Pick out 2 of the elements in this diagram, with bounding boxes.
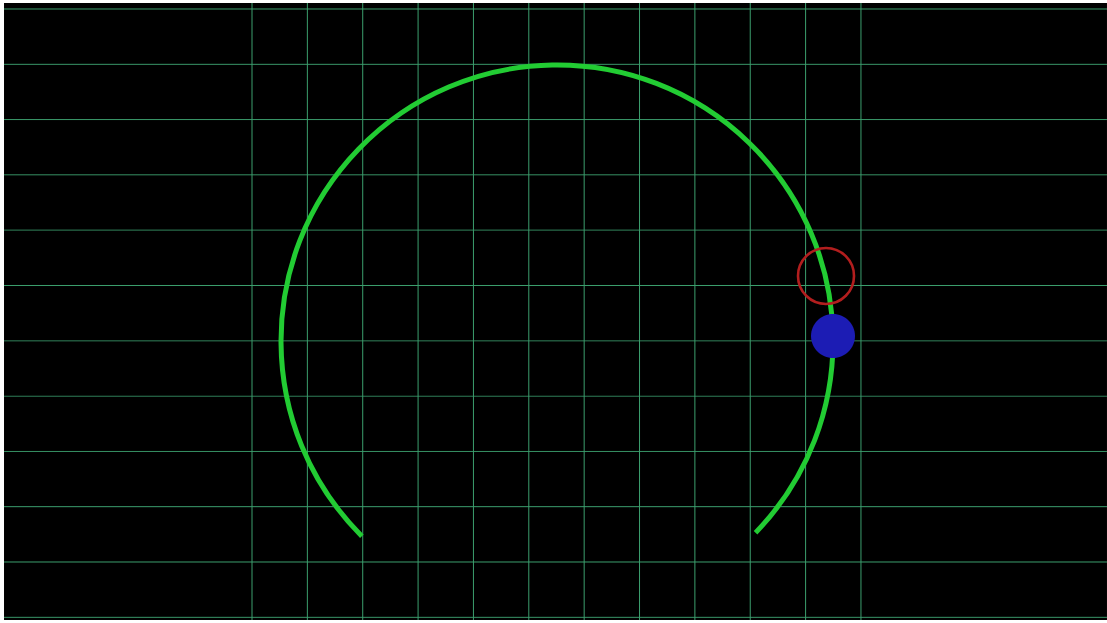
- ring-marker: [796, 246, 856, 306]
- dot-marker: [811, 314, 855, 358]
